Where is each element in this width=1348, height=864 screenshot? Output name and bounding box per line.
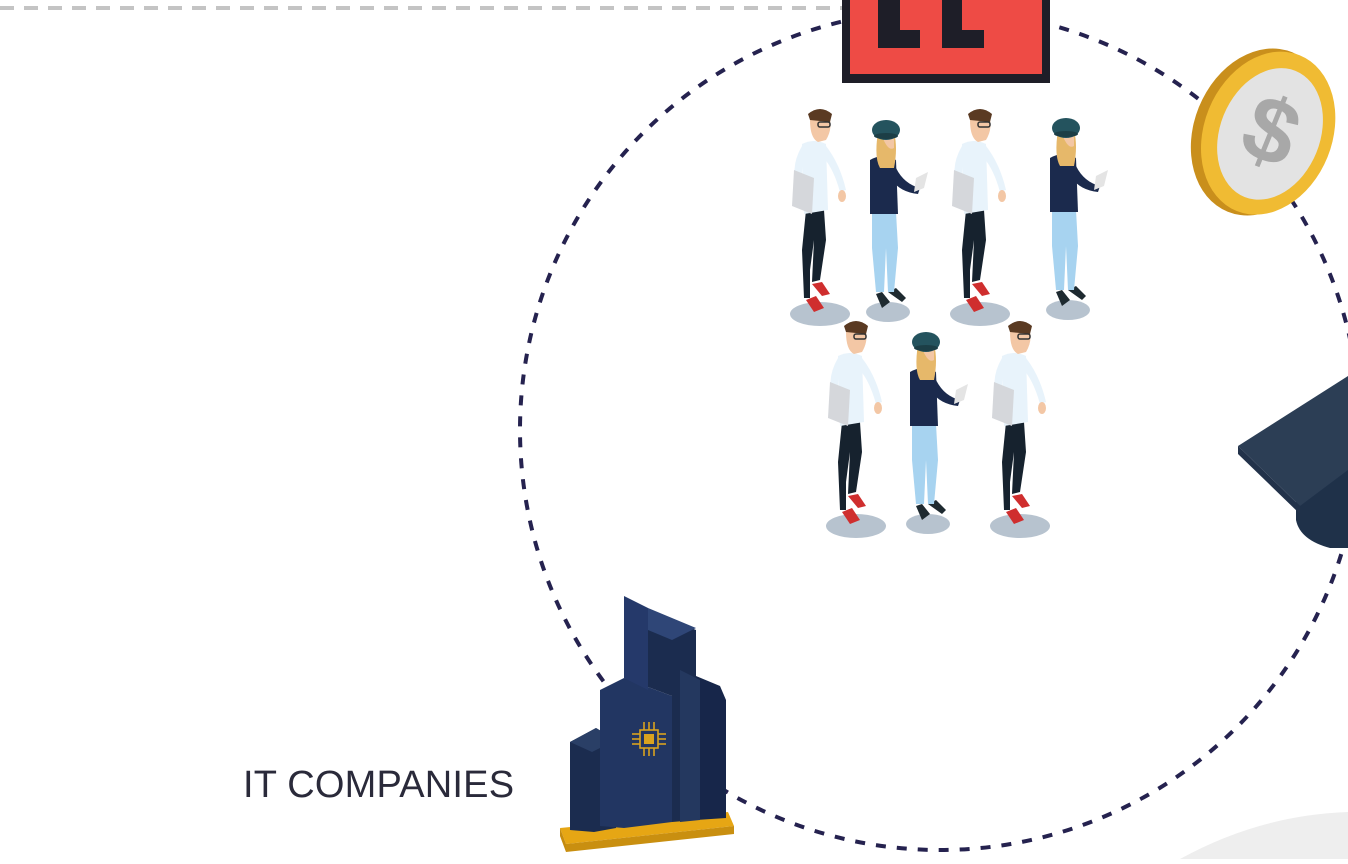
people-group-icon <box>789 108 1108 539</box>
it-company-building-icon <box>560 596 734 852</box>
it-companies-label: IT COMPANIES <box>243 764 515 806</box>
dollar-coin-icon: $ <box>1190 48 1336 216</box>
red-box-icon <box>842 0 1050 83</box>
background-shape <box>1180 812 1348 859</box>
chip-icon <box>632 722 666 756</box>
graduation-cap-icon <box>1238 376 1348 548</box>
